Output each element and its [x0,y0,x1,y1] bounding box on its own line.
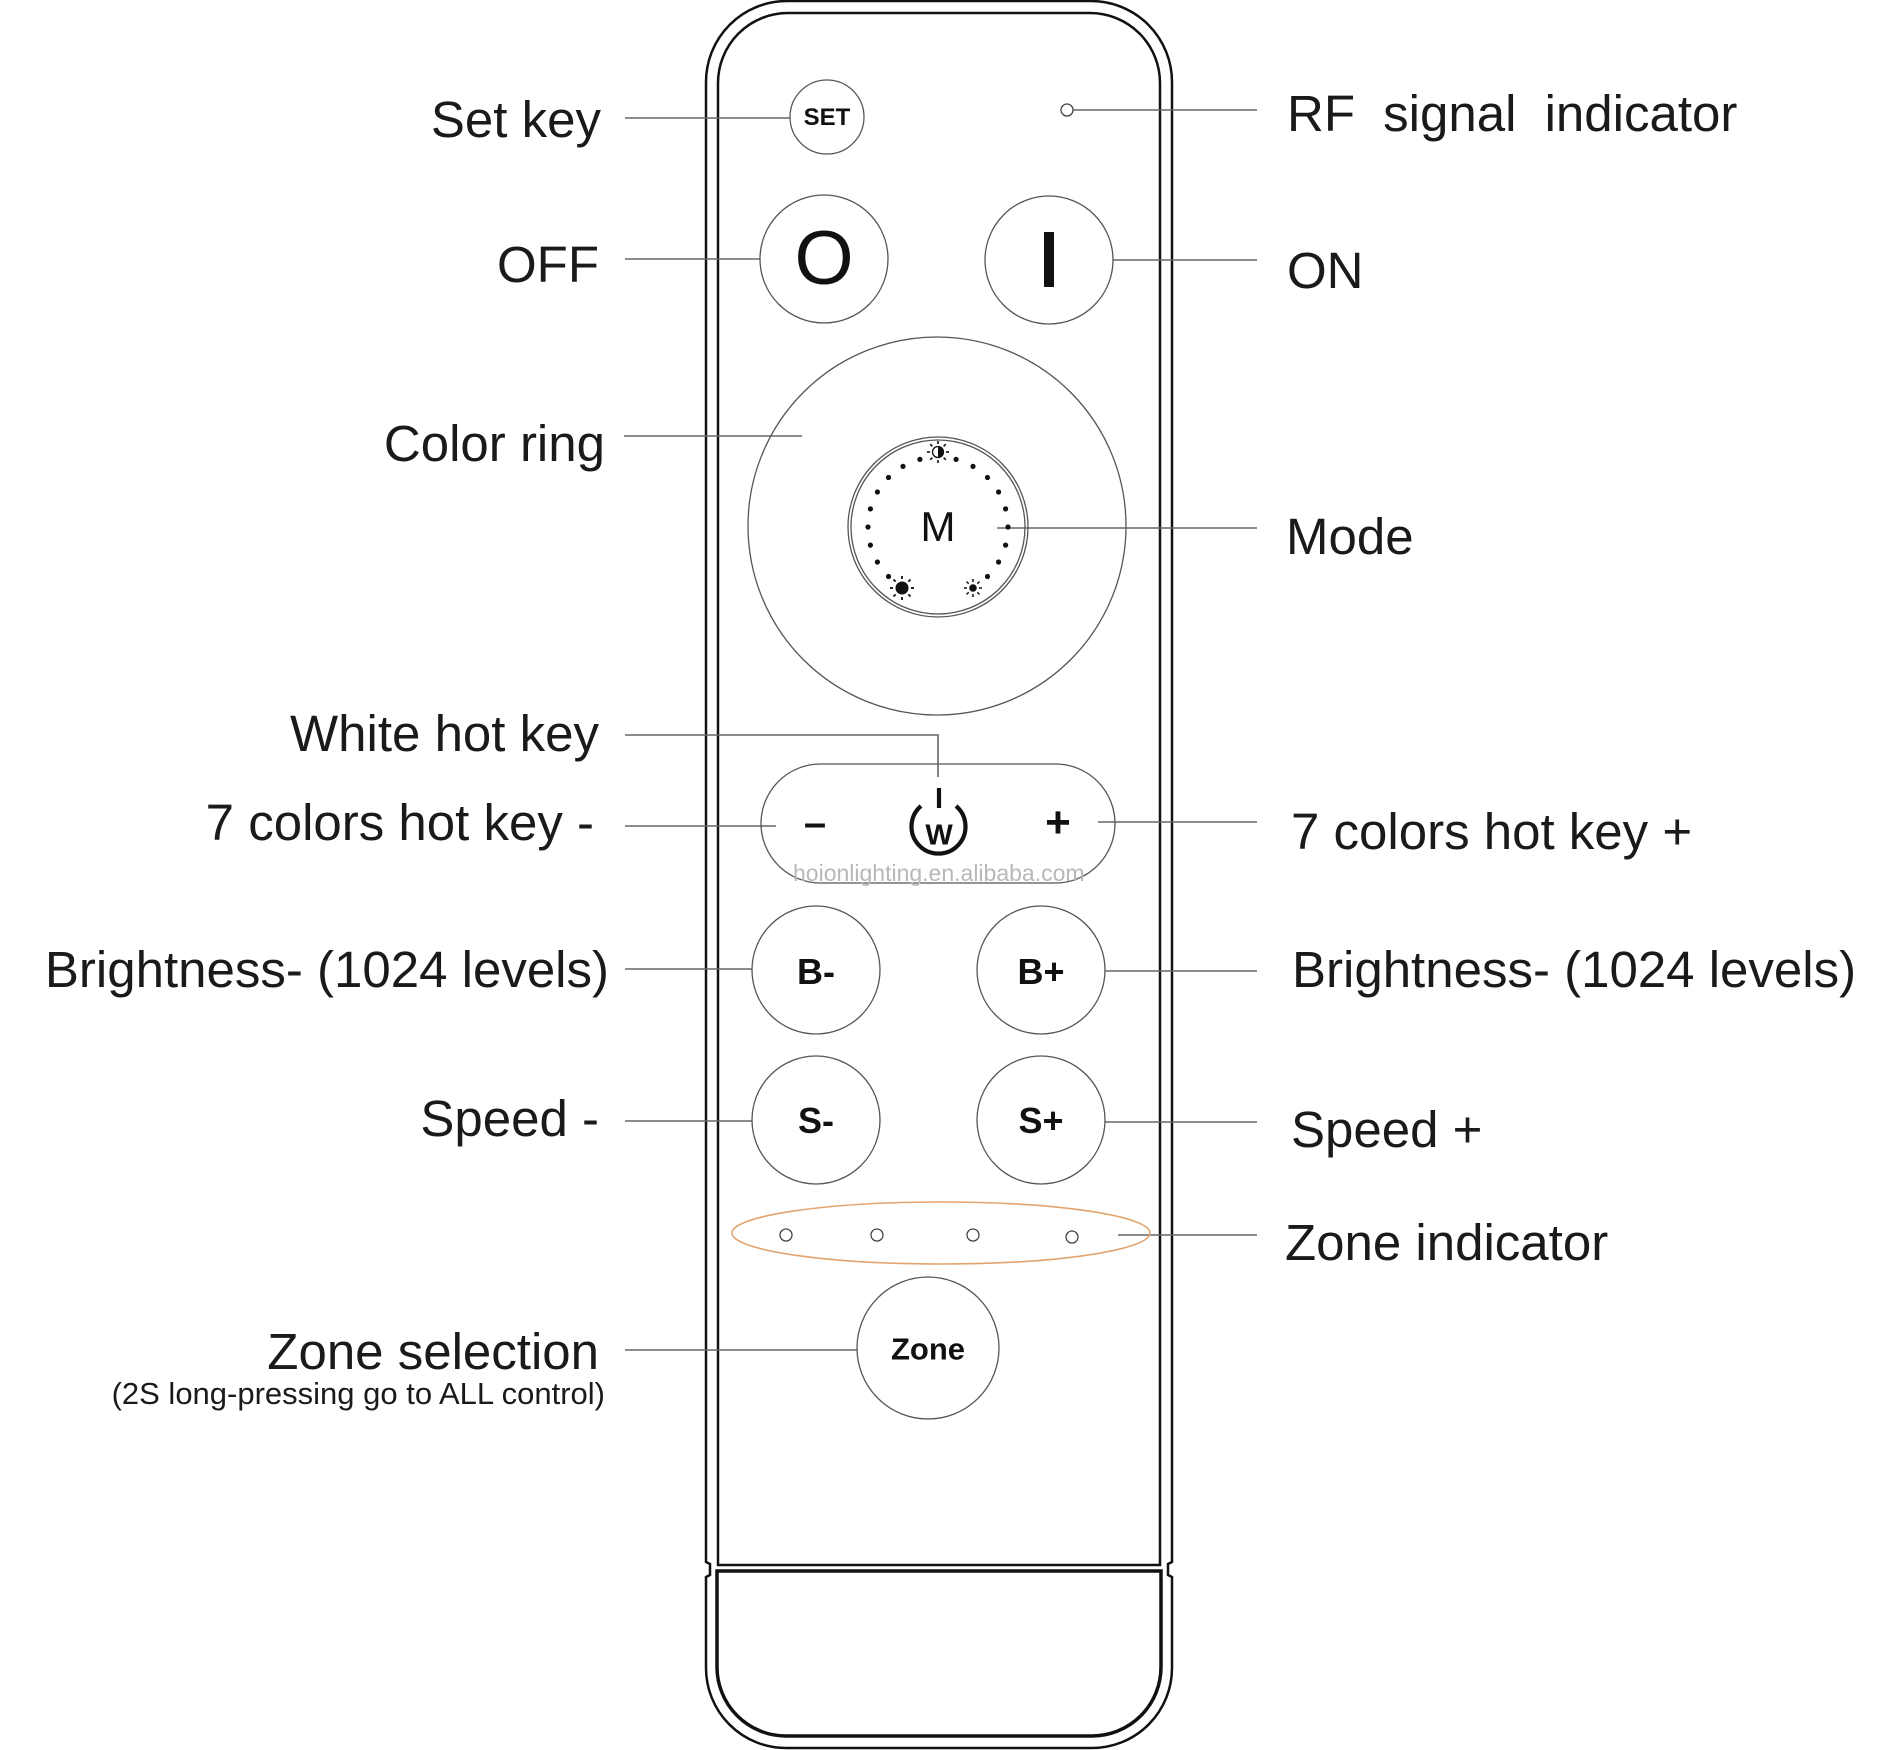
s-plus-button-outline [976,1055,1106,1185]
zone-indicator-led-1 [779,1228,793,1242]
rf-indicator-led [1060,103,1074,117]
mode-ring-dot [996,559,1002,565]
label-set-key: Set key [430,91,601,148]
brightness-full-sun-icon [890,576,914,600]
mode-ring-dot [874,489,881,495]
watermark: hoionlighting.en.alibaba.com [793,860,1085,886]
b-plus-button-outline [976,905,1106,1035]
off-button-label: O [794,216,854,301]
zone-indicator-led-4 [1065,1230,1079,1244]
on-button-outline [984,195,1114,325]
mode-ring-dot [970,463,976,469]
label-zone-selection: Zone selection [267,1323,599,1380]
label-brightness-minus: Brightness- (1024 levels) [44,941,609,998]
mode-ring-dot [984,573,991,580]
b-minus-button-outline [751,905,881,1035]
mode-ring-dot [867,542,874,548]
zone-button-label: Zone [890,1331,966,1367]
off-button-outline [759,194,889,324]
white-power-icon [909,788,968,856]
mode-ring-dot [917,456,923,462]
label-white-hot-key: White hot key [290,705,599,762]
mode-ring-dot [900,463,906,469]
s-plus-label: S+ [1018,1100,1064,1141]
zone-indicator-led-3 [966,1228,980,1242]
label-speed-minus: Speed - [420,1090,599,1147]
brightness-small-sun-icon [964,579,982,597]
remote-inner-panel-lower [715,1569,1163,1738]
zone-indicator-led-2 [870,1228,884,1242]
brightness-half-sun-icon [927,441,949,463]
mode-ring-dot [867,506,874,512]
label-on: ON [1287,242,1364,299]
mode-ring-dot [984,474,991,481]
mode-ring-dot [885,573,892,580]
on-button[interactable] [985,196,1113,324]
label-rf-indicator: RF signal indicator [1287,85,1738,142]
b-minus-label: B- [797,951,835,992]
mode-ring-dot [874,559,881,565]
leader-white-hot-key [625,734,939,777]
mode-ring-dot [953,456,959,462]
mode-button-label: M [920,503,956,550]
label-zone-indicator: Zone indicator [1285,1214,1609,1271]
mode-ring-dot [996,489,1002,495]
color-ring-outline [747,336,1127,716]
mode-dot-ring [865,456,1011,580]
zone-button-outline [856,1276,1000,1420]
mode-ring-dot [1005,524,1011,530]
label-speed-plus: Speed + [1291,1101,1483,1158]
hotkey-pill-outline [760,763,1116,884]
remote-body [704,0,1174,1750]
mode-button-outline-inner [850,439,1026,615]
remote-inner-panel-upper [716,11,1162,1567]
label-mode: Mode [1286,508,1414,565]
mode-ring-dot [885,474,892,481]
leader-lines [624,109,1257,1351]
mode-ring-dot [1003,506,1009,512]
mode-button-outline-outer [847,436,1029,618]
b-plus-label: B+ [1017,951,1065,992]
remote-outer-outline [704,0,1174,1750]
mode-ring-dot [1003,542,1009,548]
label-color-ring: Color ring [383,415,605,472]
label-zone-selection-note: (2S long-pressing go to ALL control) [111,1376,605,1411]
white-button-label: W [925,819,953,852]
colors-minus-label: – [803,801,827,845]
label-brightness-plus: Brightness- (1024 levels) [1292,941,1857,998]
on-bar-icon [1044,232,1054,287]
label-off: OFF [497,236,599,293]
s-minus-label: S- [798,1100,834,1141]
s-minus-button-outline [751,1055,881,1185]
label-colors-plus: 7 colors hot key + [1291,803,1693,860]
label-colors-minus: 7 colors hot key - [205,794,594,851]
set-button-outline [789,79,865,155]
set-button-label: SET [803,104,851,131]
zone-indicator-group-outline [731,1201,1151,1265]
colors-plus-label: + [1045,798,1071,847]
mode-ring-dot [865,524,871,530]
